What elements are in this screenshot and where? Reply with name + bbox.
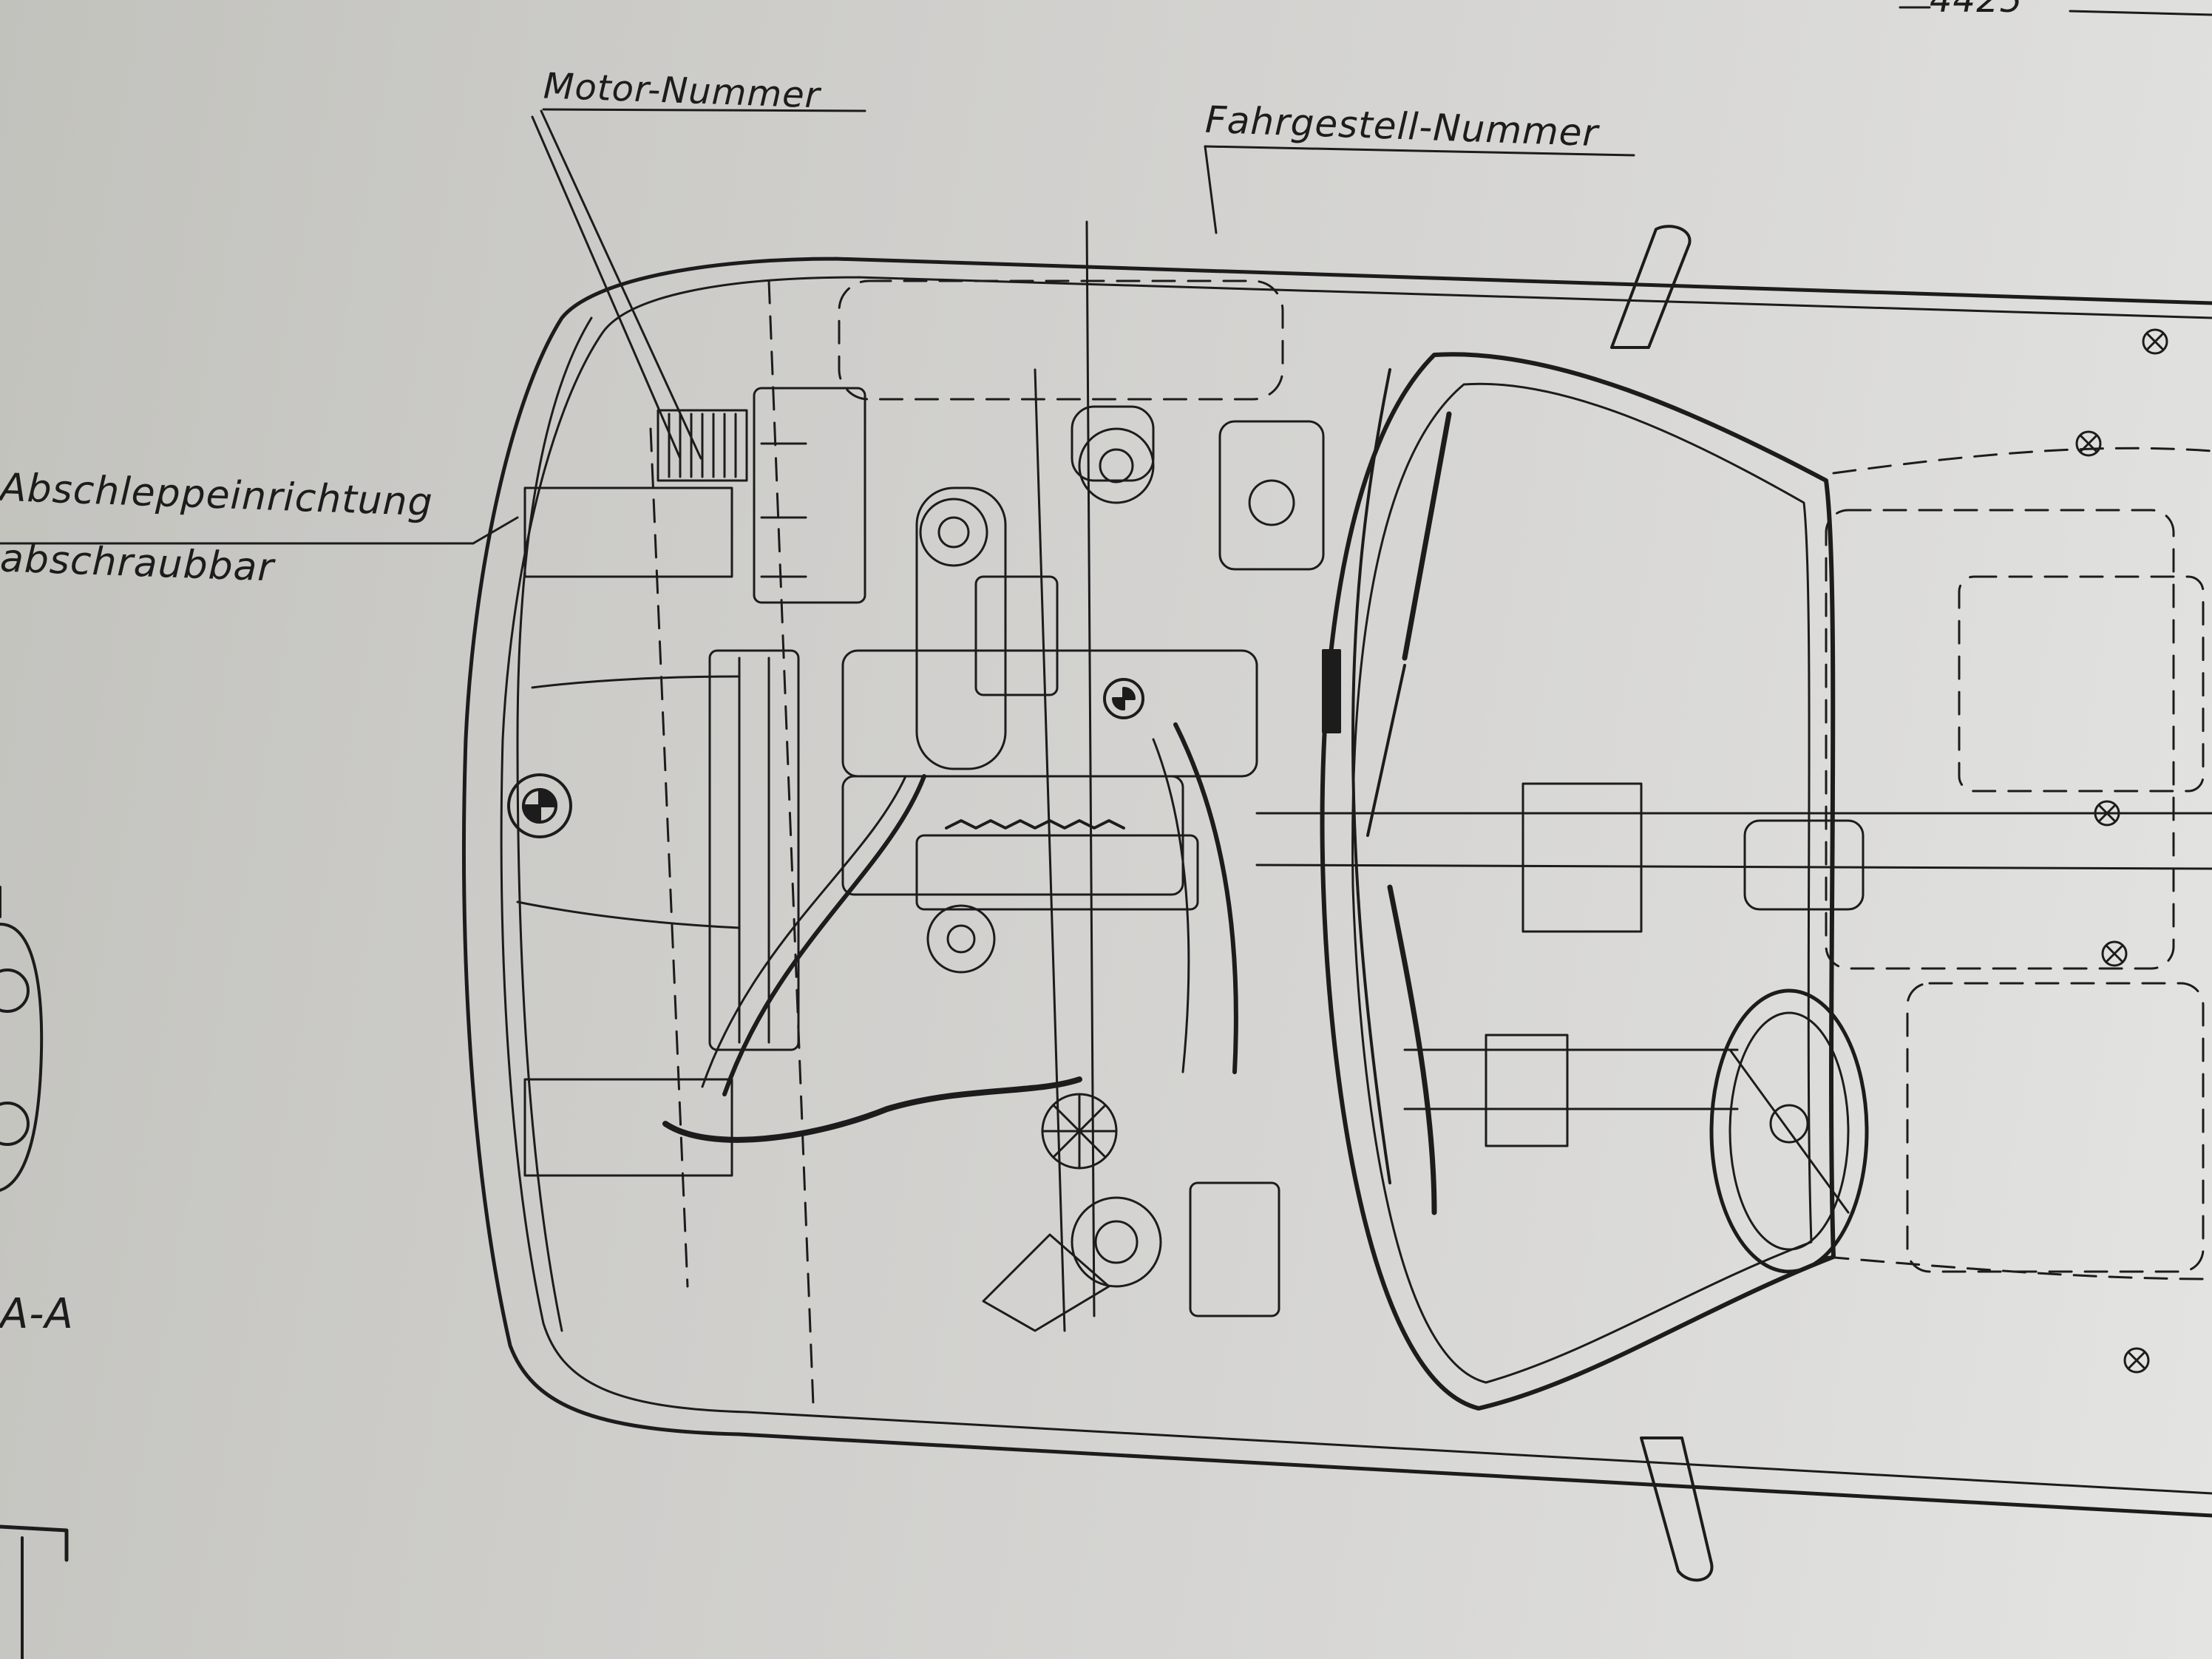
air-filter: [915, 486, 1007, 770]
section-detail: [0, 886, 69, 1659]
car-body-inner-outline: [500, 276, 2212, 1495]
section-label: A-A: [0, 1290, 74, 1338]
battery: [753, 387, 866, 604]
engine-assembly: [523, 220, 1325, 1332]
side-mirrors: [1610, 225, 1714, 1582]
screw-icon: [2075, 328, 2168, 1374]
dashboard-wiper: [1322, 368, 1452, 1215]
abschraubbar-label: abschraubbar: [0, 536, 275, 591]
bmw-roundel-icon: [507, 678, 1144, 838]
steering-wheel-icon: [1709, 988, 1869, 1274]
car-body-outline: [462, 257, 2212, 1518]
radiator: [708, 649, 800, 1051]
radiator-grille: [657, 409, 748, 482]
leader-lines: [0, 6, 2212, 545]
valve-cover: [841, 649, 1258, 778]
alternator: [926, 904, 996, 974]
front-bumper: [516, 316, 593, 1332]
drivetrain: [1255, 782, 2212, 1147]
windshield-frame: [1320, 352, 1836, 1411]
dimension-label: 4425: [1930, 0, 2023, 21]
interior-dashed: [649, 279, 2212, 1406]
